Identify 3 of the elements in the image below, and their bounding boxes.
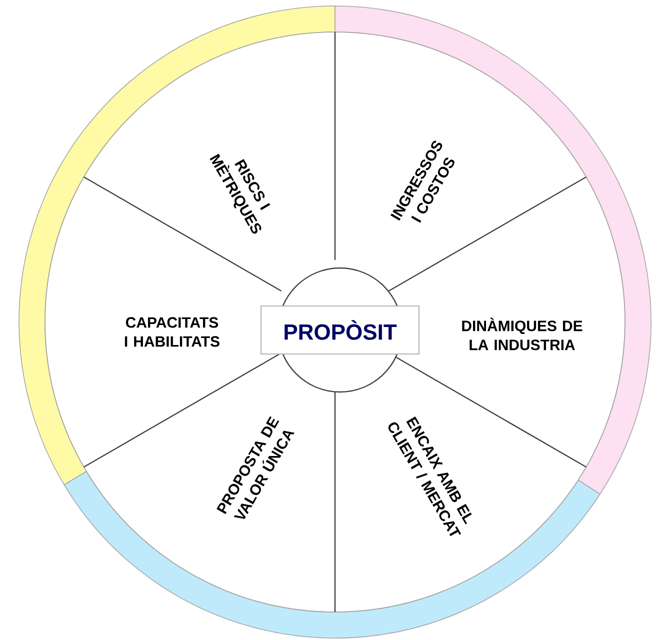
segment-label: DINÀMIQUES DE LA INDUSTRIA bbox=[462, 318, 582, 350]
segment-label: CAPACITATS I HABILITATS bbox=[124, 317, 220, 347]
title-box: PROPÒSIT bbox=[260, 306, 420, 354]
